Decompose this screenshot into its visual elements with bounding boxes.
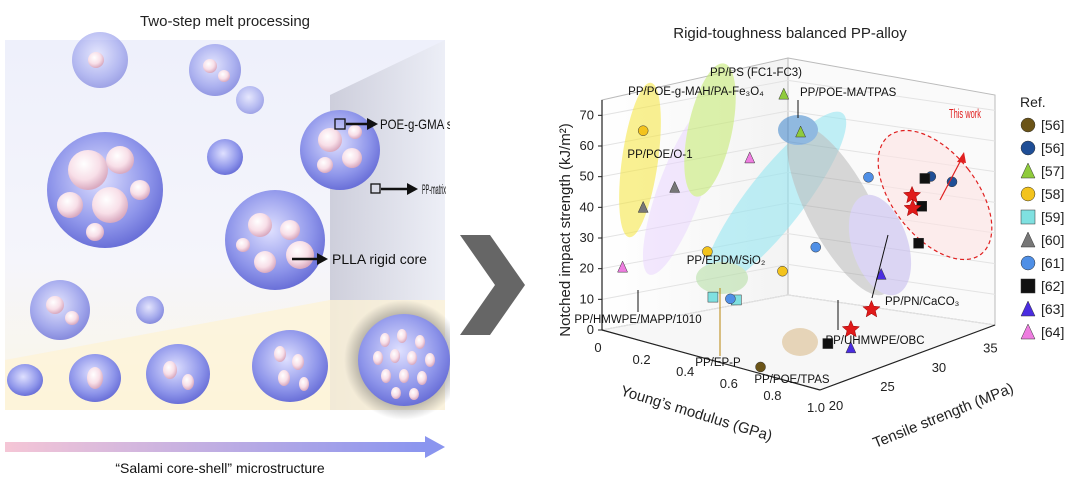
microstructure-illustration: Two-step melt processing: [5, 13, 450, 476]
data-point-64-9: [617, 260, 628, 273]
y-tick-label: 20: [829, 398, 843, 413]
svg-text:POE-g-GMA soft shell: POE-g-GMA soft shell: [380, 116, 450, 132]
data-point-61-6: [810, 241, 822, 253]
z-tick-label: 0: [587, 322, 594, 337]
z-tick-label: 50: [580, 169, 594, 184]
process-arrow: [5, 436, 445, 458]
callout-label: PP/PN/CaCO₃: [885, 296, 960, 308]
x-tick-label: 0: [594, 340, 601, 355]
legend-marker: [1020, 186, 1036, 202]
callout-label: PP/UHMWPE/OBC: [825, 335, 924, 347]
callout-label: PP/POE-g-MAH/PA-Fe₃O₄: [628, 86, 764, 98]
axis-ticks: 0 10 20 30 40 50 60 70 0 0.2 0.4 0.6 0.8 1.0 20 25 30 35: [580, 107, 998, 415]
callout-label: PP/EP-P: [695, 357, 741, 369]
shell-annotation: POE-g-GMA soft shell: [334, 116, 450, 132]
legend-entry: [64]: [1041, 324, 1064, 340]
chart-3d-scatter: Rigid-toughness balanced PP-alloy 0 10 20 3…: [557, 25, 1064, 452]
svg-text:This work: This work: [949, 107, 981, 121]
legend-entry: [56]: [1041, 117, 1064, 133]
x-tick-label: 0.2: [633, 352, 651, 367]
legend-marker: [1020, 255, 1036, 271]
data-point-61-6: [863, 172, 874, 183]
this-work-point: [841, 319, 861, 338]
left-panel-title: Two-step melt processing: [140, 13, 310, 30]
this-work-point: [903, 198, 922, 217]
x-tick-label: 0.6: [720, 376, 738, 391]
z-tick-label: 40: [580, 199, 594, 214]
bottom-caption: “Salami core-shell” microstructure: [115, 460, 324, 476]
this-work-point: [862, 299, 881, 318]
legend-marker: [1020, 231, 1036, 248]
this-work-ellipse: [877, 129, 993, 261]
y-tick-label: 30: [932, 360, 946, 375]
plla-cores: [46, 52, 362, 325]
core-annotation: PLLA rigid core: [292, 251, 427, 267]
data-point-62-7: [913, 237, 924, 249]
legend-entry: [58]: [1041, 186, 1064, 202]
this-work-point: [902, 185, 922, 204]
data-point-61-6: [725, 293, 736, 305]
legend-marker: [1020, 209, 1036, 225]
y-tick-label: 35: [983, 341, 997, 356]
callout-labels: PP/PS (FC1-FC3) PP/POE-MA/TPAS PP/POE-g-MA…: [574, 67, 959, 386]
legend-title: Ref.: [1020, 94, 1046, 110]
legend-entry: [63]: [1041, 301, 1064, 317]
transition-arrow: [460, 235, 525, 335]
axes: [601, 100, 996, 391]
this-work-annotation: This work: [939, 107, 981, 201]
z-tick-label: 60: [580, 138, 594, 153]
x-axis-label: Young’s modulus (GPa): [618, 383, 774, 445]
legend-marker: [1020, 323, 1036, 340]
x-tick-label: 0.4: [676, 364, 694, 379]
data-point-62-7: [822, 338, 834, 349]
x-tick-label: 1.0: [807, 400, 825, 415]
z-tick-label: 30: [580, 230, 594, 245]
legend-entry: [61]: [1041, 255, 1064, 271]
group-ellipses: [619, 63, 912, 356]
data-point-63-8: [875, 267, 887, 280]
callout-label: PP/HMWPE/MAPP/1010: [574, 314, 701, 326]
legend-marker: [1020, 162, 1036, 179]
data-point-56-0: [755, 361, 766, 373]
callout-label: PP/POE-MA/TPAS: [800, 87, 897, 99]
legend-entry: [57]: [1041, 163, 1064, 179]
legend-entry: [56]: [1041, 140, 1064, 156]
sphere-formation-sequence: [7, 300, 450, 420]
data-point-57-2: [778, 87, 790, 100]
legend-entry: [60]: [1041, 232, 1064, 248]
data-point-58-3: [777, 265, 788, 277]
data-point-57-2: [795, 125, 807, 138]
callout-label: PP/POE/TPAS: [754, 374, 830, 386]
legend-marker: [1020, 117, 1036, 133]
svg-text:PP-matrix: PP-matrix: [422, 181, 446, 197]
data-point-59-4: [707, 291, 719, 303]
data-points: [617, 87, 958, 373]
z-tick-label: 20: [580, 261, 594, 276]
legend-entry: [62]: [1041, 278, 1064, 294]
legend-marker: [1020, 278, 1036, 294]
chart-title: Rigid-toughness balanced PP-alloy: [673, 25, 907, 42]
callout-label: PP/EPDM/SiO₂: [687, 255, 766, 267]
data-point-62-7: [919, 173, 931, 184]
legend: Ref. [56] [56] [57] [58] [59] [60] [61] [62] [63…: [1020, 94, 1064, 340]
data-point-58-3: [637, 125, 649, 136]
callout-label: PP/PS (FC1-FC3): [710, 67, 802, 79]
data-point-60-5: [637, 200, 649, 213]
data-point-60-5: [669, 180, 681, 193]
y-tick-label: 25: [880, 379, 894, 394]
svg-text:PLLA rigid core: PLLA rigid core: [332, 251, 427, 267]
x-tick-label: 0.8: [763, 388, 781, 403]
data-point-58-3: [702, 246, 713, 257]
matrix-annotation: PP-matrix: [370, 181, 446, 197]
z-tick-label: 10: [580, 291, 594, 306]
legend-marker: [1020, 140, 1036, 156]
z-tick-label: 70: [580, 107, 594, 122]
callout-label: PP/POE/O-1: [627, 149, 692, 161]
legend-marker: [1020, 300, 1036, 317]
legend-entry: [59]: [1041, 209, 1064, 225]
data-point-64-9: [744, 151, 756, 164]
data-point-63-8: [845, 341, 857, 354]
z-axis-label: Notched impact strength (kJ/m²): [557, 123, 574, 336]
